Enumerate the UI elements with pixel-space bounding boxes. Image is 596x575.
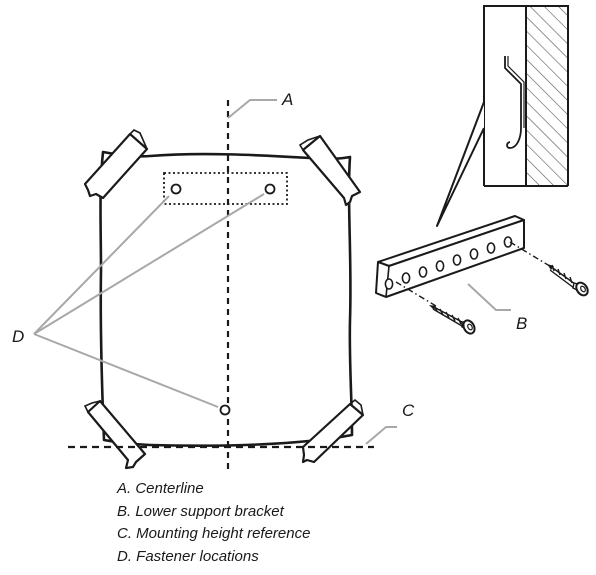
detail-inset: [436, 5, 569, 227]
tape-top-left: [83, 129, 149, 200]
callout-a: A: [281, 90, 293, 109]
callout-d: D: [12, 327, 24, 346]
tape-bottom-left: [83, 399, 147, 470]
bracket-outline: [163, 172, 288, 205]
legend: A. Centerline B. Lower support bracket C…: [117, 478, 310, 568]
fastener-hole-left: [170, 183, 182, 195]
support-bracket: [375, 215, 525, 298]
fastener-hole-bottom: [219, 404, 231, 416]
legend-item-fastener-locations: D. Fastener locations: [117, 547, 259, 565]
screw-right: [547, 264, 589, 297]
tape-top-right: [298, 134, 362, 207]
paper-template: [99, 150, 354, 447]
callout-c: C: [402, 401, 415, 420]
legend-item-support-bracket: B. Lower support bracket: [117, 502, 284, 520]
leader-lines: [33, 99, 511, 445]
screw-paths: [395, 241, 554, 307]
screw-left: [429, 304, 476, 335]
tape-bottom-right: [301, 398, 365, 464]
legend-item-mounting-height: C. Mounting height reference: [117, 525, 311, 542]
callout-b: B: [516, 314, 527, 333]
fastener-hole-right: [264, 183, 276, 195]
legend-item-centerline: A. Centerline: [117, 480, 204, 497]
